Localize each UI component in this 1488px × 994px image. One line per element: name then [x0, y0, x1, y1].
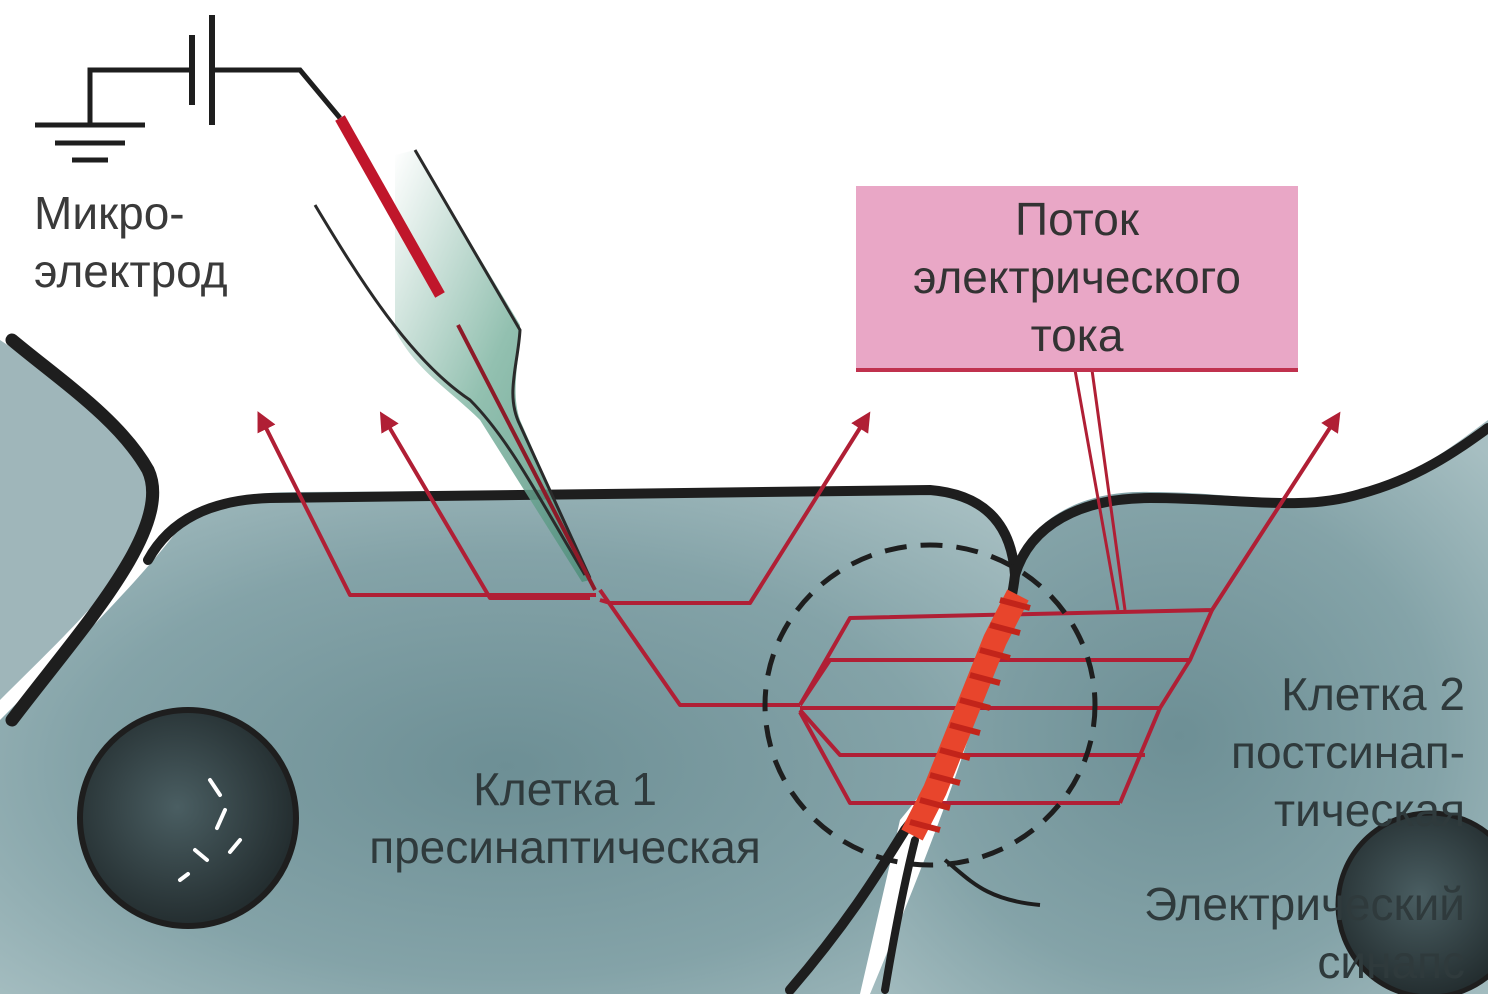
ground-wire — [90, 70, 192, 125]
cell2-line2: постсинап- — [1180, 723, 1465, 781]
electrode-wire — [212, 70, 340, 118]
cell2-line1: Клетка 2 — [1180, 665, 1465, 723]
cell1-line1: Клетка 1 — [330, 760, 800, 818]
microelectrode-line1: Микро- — [34, 184, 228, 242]
cell1-label: Клетка 1 пресинаптическая — [330, 760, 800, 876]
synapse-label: Электрический синапс — [1075, 875, 1465, 991]
synapse-line1: Электрический — [1075, 875, 1465, 933]
microelectrode-label: Микро- электрод — [34, 184, 228, 300]
cell2-line3: тическая — [1180, 781, 1465, 839]
current-flow-line1: Поток — [1015, 190, 1139, 248]
current-flow-line3: тока — [1031, 306, 1124, 364]
nucleus-cell1 — [80, 710, 296, 926]
circuit — [35, 15, 340, 160]
cell1-line2: пресинаптическая — [330, 818, 800, 876]
current-flow-label: Поток электрического тока — [856, 186, 1298, 372]
microelectrode-line2: электрод — [34, 242, 228, 300]
cell2-label: Клетка 2 постсинап- тическая — [1180, 665, 1465, 839]
synapse-line2: синапс — [1075, 933, 1465, 991]
current-flow-line2: электрического — [913, 248, 1241, 306]
